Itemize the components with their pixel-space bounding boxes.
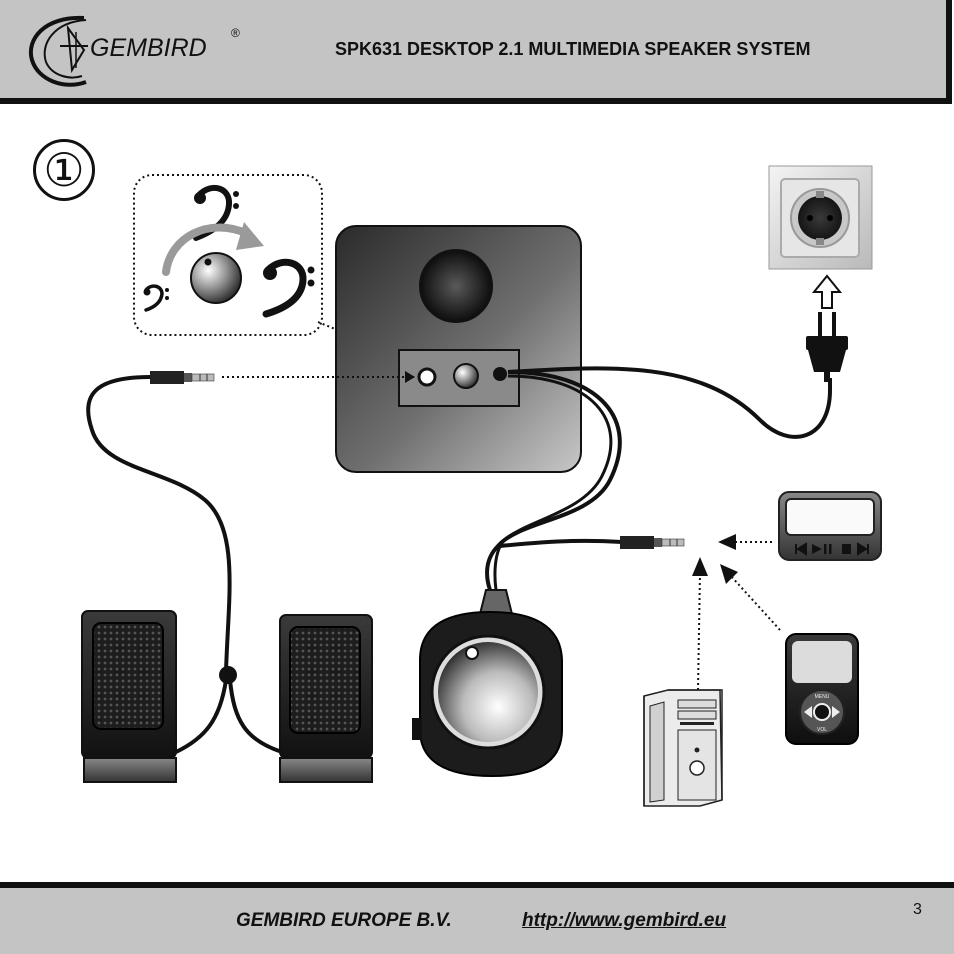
- cd-player-icon: [778, 491, 882, 561]
- brand-name: GEMBIRD: [90, 34, 207, 62]
- document-title: SPK631 DESKTOP 2.1 MULTIMEDIA SPEAKER SY…: [335, 39, 811, 59]
- page-number: 3: [913, 901, 922, 918]
- bass-clef-icon: [143, 284, 169, 312]
- volume-knob-icon: [190, 252, 242, 304]
- registered-mark: ®: [231, 26, 240, 40]
- bass-inset: [133, 174, 323, 336]
- footer-website-link[interactable]: http://www.gembird.eu: [522, 910, 727, 931]
- power-plug-icon: [806, 312, 848, 382]
- audio-jack-icon: [620, 536, 685, 549]
- audio-jack-icon: [150, 371, 215, 384]
- footer-company-name: GEMBIRD EUROPE B.V.: [236, 910, 452, 931]
- page-footer: GEMBIRD EUROPE B.V. http://www.gembird.e…: [0, 882, 954, 954]
- page-header: GEMBIRD ® SPK631 DESKTOP 2.1 MULTIMEDIA …: [0, 0, 952, 104]
- mp3-menu-label: MENU: [815, 694, 830, 700]
- wall-socket-icon: [768, 165, 873, 270]
- desktop-pc-icon: [643, 689, 723, 807]
- volume-control-pod-icon: [412, 370, 622, 778]
- gembird-swoosh-icon: [28, 15, 88, 87]
- mp3-vol-label: VOL: [817, 727, 827, 733]
- satellite-speaker-icon: [279, 614, 373, 783]
- subwoofer-icon: [335, 225, 582, 473]
- satellite-speaker-icon: [81, 610, 177, 783]
- gembird-logo: GEMBIRD ®: [24, 10, 254, 90]
- mp3-player-icon: MENU VOL: [785, 633, 859, 745]
- bass-clef-icon: [262, 258, 315, 318]
- step-number: ①: [33, 139, 95, 201]
